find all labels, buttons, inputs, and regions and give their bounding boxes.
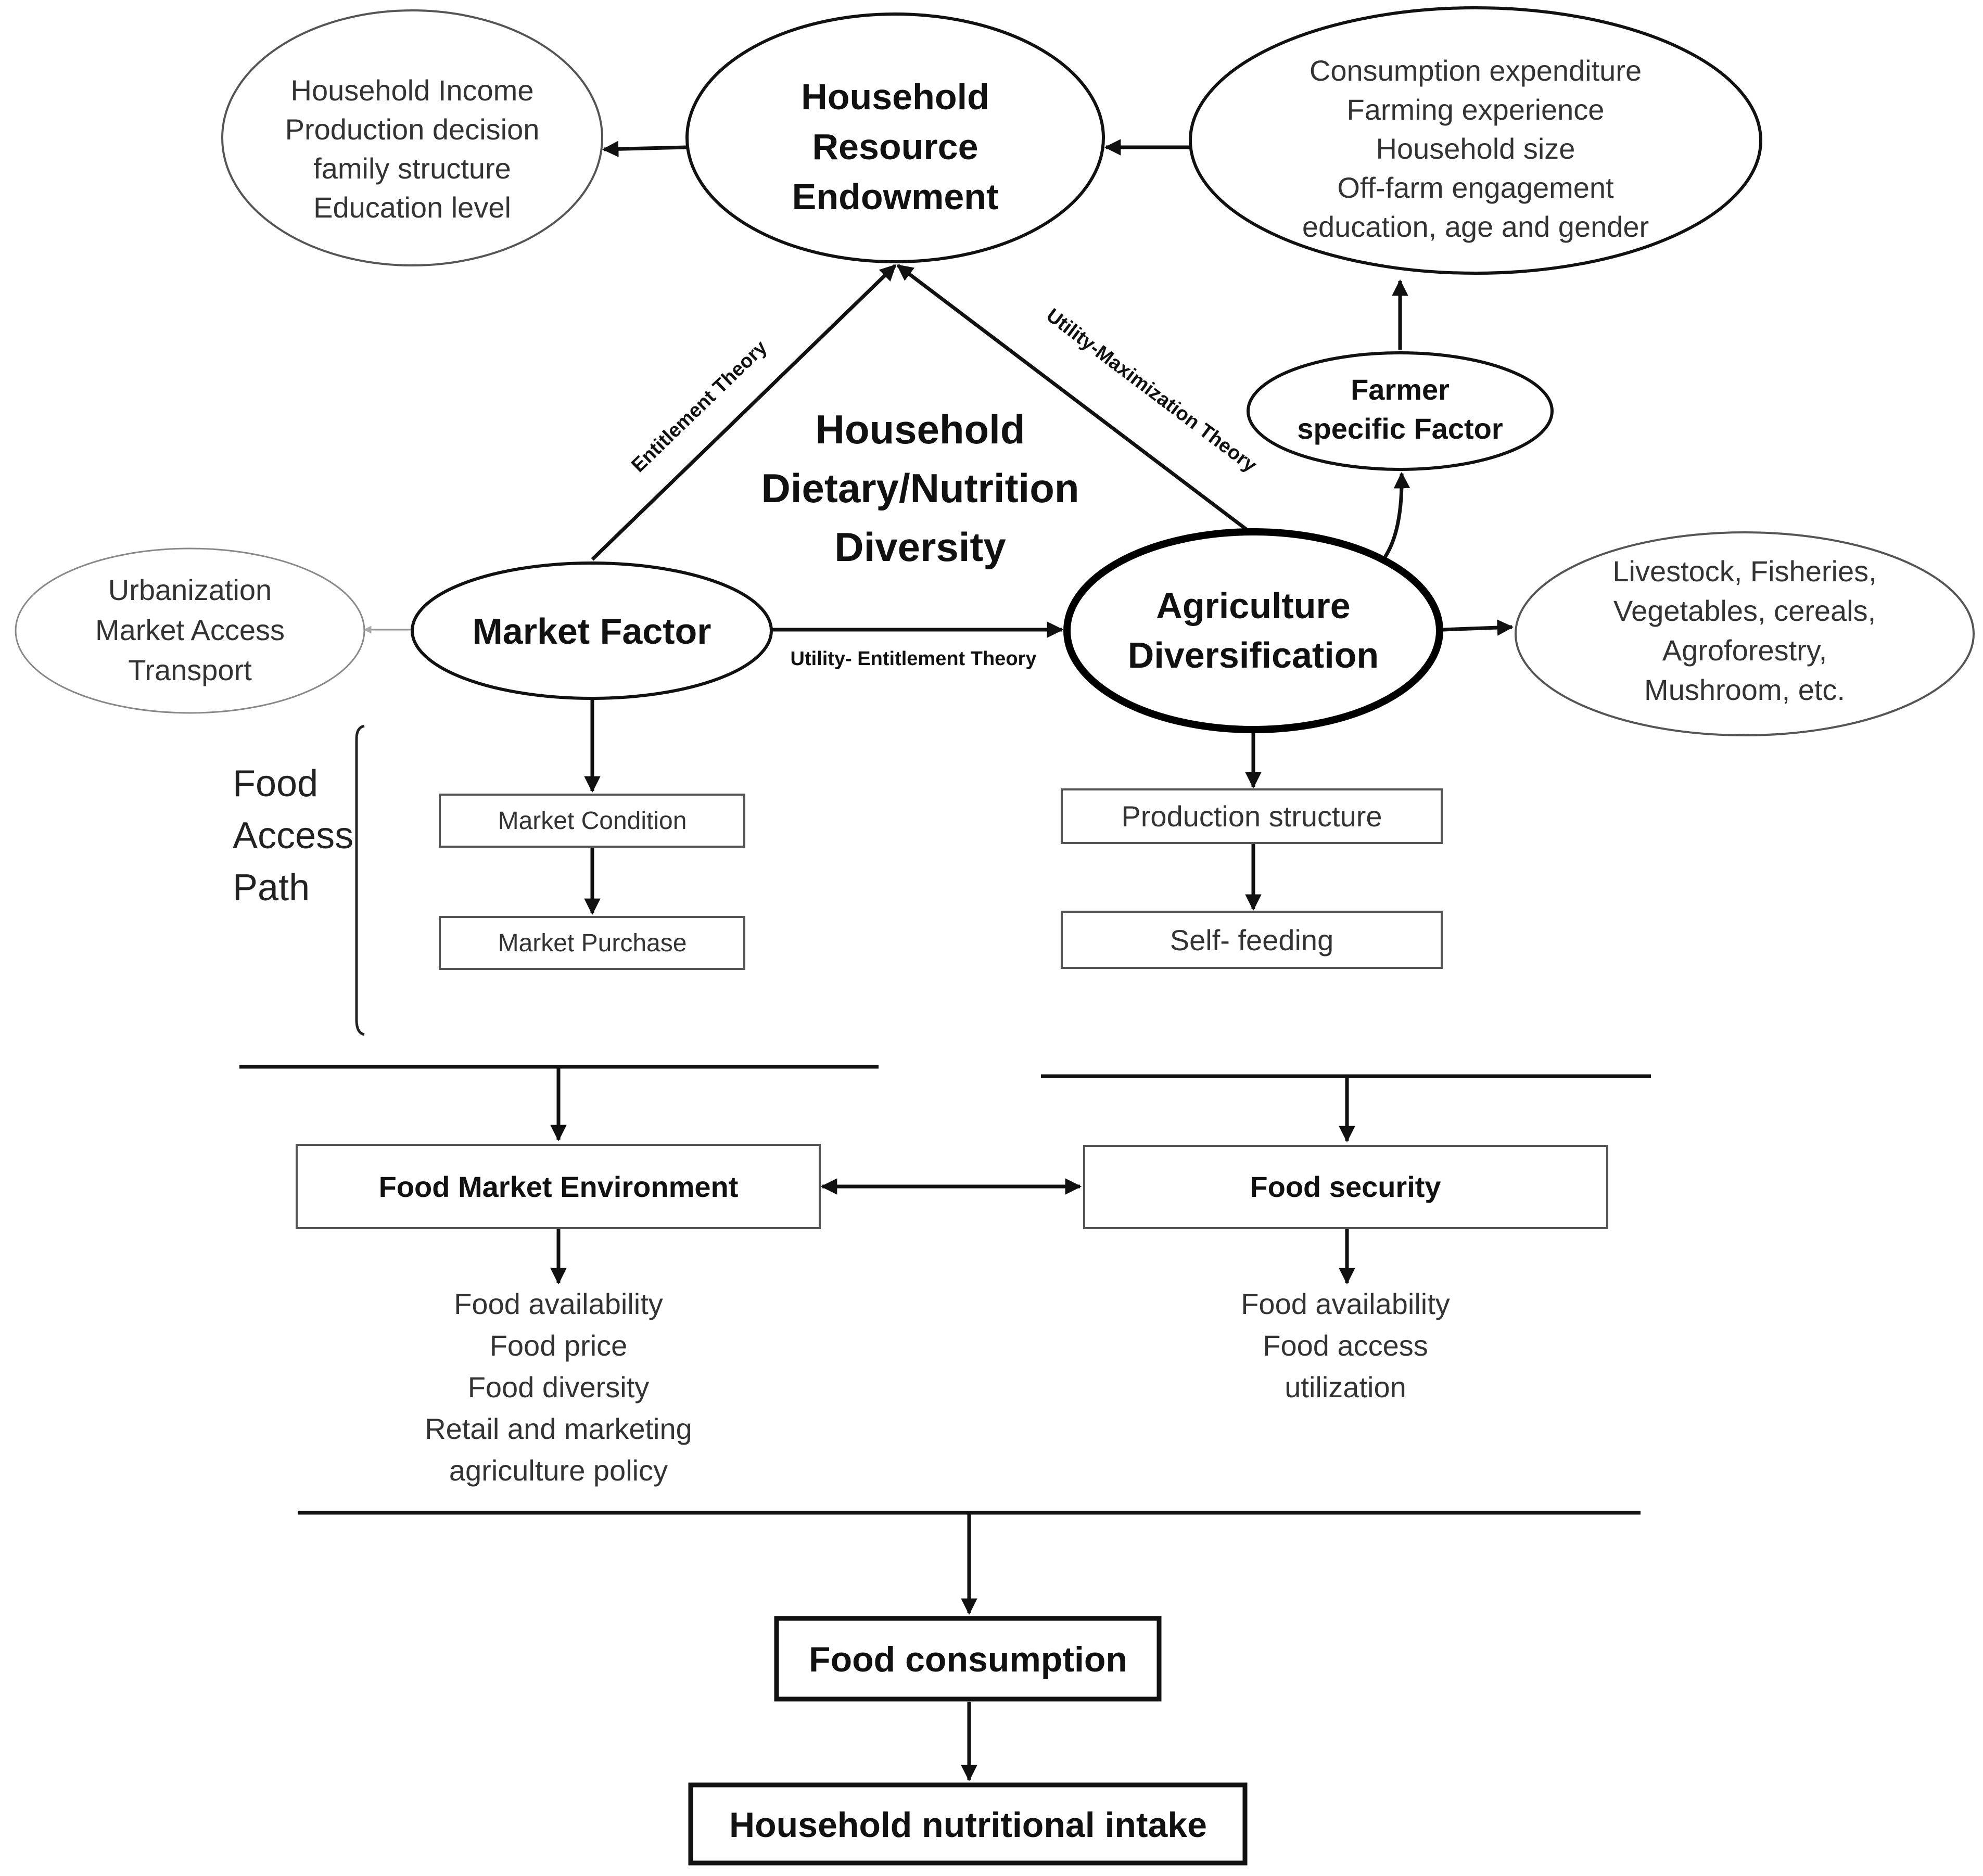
farmer-factor-line: Farmer: [1351, 373, 1450, 406]
food-market-env-item: Food price: [490, 1329, 628, 1362]
market-factor-node: Market Factor: [411, 561, 773, 700]
agriculture-diversification-node: Agriculture Diversification: [1063, 528, 1443, 733]
farmer-attribute-item: Consumption expenditure: [1310, 54, 1642, 87]
food-security-item: Food access: [1263, 1329, 1428, 1362]
market-factor-label: Market Factor: [472, 611, 711, 652]
farmer-specific-factor-node: Farmer specific Factor: [1247, 351, 1554, 471]
resource-node-line: Endowment: [792, 176, 999, 217]
household-resource-endowment-node: Household Resource Endowment: [685, 12, 1105, 263]
farmer-attribute-item: Household size: [1376, 132, 1575, 165]
arrow-agri-to-farmer-factor: [1383, 471, 1410, 559]
resource-node-line: Household: [801, 76, 989, 117]
food-access-path-line: Path: [233, 867, 310, 909]
resource-node-line: Resource: [812, 126, 978, 167]
market-purchase-label: Market Purchase: [498, 929, 687, 957]
production-structure-label: Production structure: [1121, 800, 1382, 833]
utility-maximization-theory-label: Utility-Maximization Theory: [1042, 304, 1261, 477]
food-access-path-label: Food Access Path: [233, 763, 353, 909]
market-context-node: Urbanization Market Access Transport: [15, 547, 365, 714]
market-condition-label: Market Condition: [498, 807, 687, 835]
food-market-environment-box: Food Market Environment: [296, 1144, 821, 1229]
center-title-line: Household: [816, 406, 1025, 452]
food-market-env-item: agriculture policy: [449, 1454, 668, 1487]
food-security-items: Food availability Food access utilizatio…: [1241, 1287, 1450, 1403]
market-context-item: Transport: [128, 654, 252, 686]
food-security-box: Food security: [1083, 1145, 1608, 1229]
food-market-env-item: Food diversity: [468, 1371, 650, 1403]
food-consumption-label: Food consumption: [809, 1640, 1127, 1679]
center-title: Household Dietary/Nutrition Diversity: [761, 406, 1079, 570]
food-market-env-item: Retail and marketing: [425, 1412, 692, 1445]
market-condition-box: Market Condition: [439, 794, 745, 848]
food-market-environment-label: Food Market Environment: [379, 1170, 739, 1203]
resource-outcome-item: Education level: [313, 191, 511, 224]
food-access-path-line: Food: [233, 763, 318, 805]
market-purchase-box: Market Purchase: [439, 916, 745, 970]
food-access-path-bracket: [355, 724, 365, 1036]
self-feeding-box: Self- feeding: [1061, 911, 1443, 969]
farmer-attributes-node: Consumption expenditure Farming experien…: [1189, 6, 1762, 275]
food-security-item: Food availability: [1241, 1287, 1450, 1320]
resource-outcome-item: family structure: [313, 152, 511, 185]
farmer-factor-line: specific Factor: [1297, 412, 1503, 445]
farmer-attribute-item: Farming experience: [1347, 93, 1605, 126]
market-context-item: Market Access: [95, 614, 285, 646]
food-security-item: utilization: [1285, 1371, 1406, 1403]
farmer-attribute-item: Off-farm engagement: [1337, 171, 1614, 204]
food-market-env-item: Food availability: [454, 1287, 663, 1320]
resource-outcome-item: Household Income: [291, 74, 534, 107]
farmer-attribute-item: education, age and gender: [1302, 210, 1649, 243]
agri-type-item: Livestock, Fisheries,: [1612, 555, 1876, 588]
resource-outcomes-node: Household Income Production decision fam…: [221, 9, 603, 266]
agri-type-item: Agroforestry,: [1662, 634, 1827, 667]
agri-type-item: Vegetables, cereals,: [1613, 594, 1876, 627]
food-access-path-line: Access: [233, 815, 353, 857]
arrow-market-to-resource: [591, 264, 897, 561]
arrow-agri-to-resource: [896, 264, 1253, 535]
agri-type-item: Mushroom, etc.: [1644, 673, 1845, 706]
center-title-line: Dietary/Nutrition: [761, 465, 1079, 511]
food-security-label: Food security: [1250, 1170, 1441, 1203]
market-context-item: Urbanization: [108, 573, 272, 606]
agri-node-line: Diversification: [1128, 635, 1379, 675]
arrow-resource-to-outcomes: [602, 141, 688, 158]
production-structure-box: Production structure: [1061, 788, 1443, 844]
food-market-environment-items: Food availability Food price Food divers…: [425, 1287, 692, 1487]
household-nutritional-intake-label: Household nutritional intake: [729, 1805, 1207, 1845]
household-nutritional-intake-box: Household nutritional intake: [688, 1782, 1248, 1866]
center-title-line: Diversity: [834, 524, 1006, 570]
self-feeding-label: Self- feeding: [1170, 924, 1333, 956]
agri-types-node: Livestock, Fisheries, Vegetables, cereal…: [1515, 531, 1975, 736]
resource-outcome-item: Production decision: [285, 113, 540, 146]
connectors: [239, 139, 1651, 1782]
food-consumption-box: Food consumption: [774, 1616, 1162, 1702]
arrow-agri-to-types: [1442, 619, 1514, 636]
agri-node-line: Agriculture: [1156, 585, 1350, 626]
utility-entitlement-theory-label: Utility- Entitlement Theory: [791, 648, 1037, 670]
